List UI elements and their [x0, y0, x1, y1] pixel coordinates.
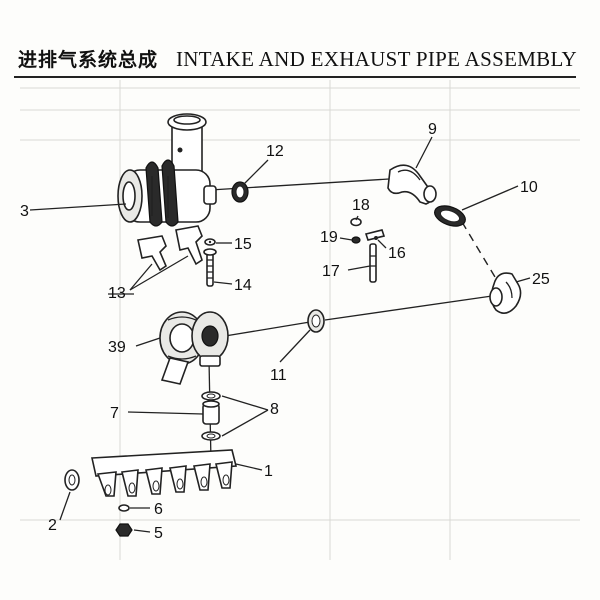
- part-19-washer: [351, 236, 361, 244]
- part-14-bolt: [203, 248, 217, 287]
- part-15-washer: [204, 238, 216, 246]
- callout-19: 19: [320, 229, 338, 246]
- callout-25: 25: [532, 271, 550, 288]
- callout-39: 39: [108, 339, 126, 356]
- title-english: INTAKE AND EXHAUST PIPE ASSEMBLY: [176, 47, 577, 71]
- part-39-turbocharger: [159, 311, 229, 385]
- part-9-elbow-hose: [387, 164, 437, 205]
- callout-1: 1: [264, 463, 273, 480]
- callout-16: 16: [388, 245, 406, 262]
- part-16-clip: [364, 229, 386, 241]
- callout-17: 17: [322, 263, 340, 280]
- part-17-rod: [369, 243, 377, 283]
- callout-8: 8: [270, 401, 279, 418]
- header-rule: [14, 76, 576, 78]
- part-7-spacer: [202, 400, 220, 425]
- callout-10: 10: [520, 179, 538, 196]
- callout-12: 12: [266, 143, 284, 160]
- part-5-nut: [115, 523, 133, 537]
- callout-18: 18: [352, 197, 370, 214]
- callout-7: 7: [110, 405, 119, 422]
- callout-labels: 3 12 9 10 25 15 14 13 18 19 16 17 11 39 …: [20, 121, 550, 542]
- callout-2: 2: [48, 517, 57, 534]
- part-12-hose-clamp: [231, 181, 249, 203]
- callout-3: 3: [20, 203, 29, 220]
- callout-9: 9: [428, 121, 437, 138]
- part-25-elbow-pipe: [489, 272, 522, 314]
- callout-5: 5: [154, 525, 163, 542]
- air-filter-assembly: [117, 113, 217, 227]
- part-1-exhaust-manifold: [91, 449, 238, 497]
- part-2-gasket: [64, 469, 80, 491]
- part-8-gasket-upper: [201, 391, 221, 401]
- leader-lines: [29, 136, 531, 533]
- part-18-nut: [350, 217, 362, 227]
- part-11-clamp-ring: [307, 309, 325, 333]
- part-8-gasket-lower: [201, 431, 221, 441]
- callout-15: 15: [234, 236, 252, 253]
- callout-14: 14: [234, 277, 252, 294]
- part-10-hose-clamp: [434, 205, 466, 227]
- callout-13: 13: [108, 285, 126, 302]
- page-header: 进排气系统总成 INTAKE AND EXHAUST PIPE ASSEMBLY: [18, 40, 578, 72]
- background-ghost-lines: [20, 80, 580, 560]
- callout-6: 6: [154, 501, 163, 518]
- part-6-washer: [118, 504, 130, 512]
- callout-11: 11: [270, 367, 287, 384]
- part-13-brackets: [137, 225, 203, 272]
- title-chinese: 进排气系统总成: [18, 49, 159, 71]
